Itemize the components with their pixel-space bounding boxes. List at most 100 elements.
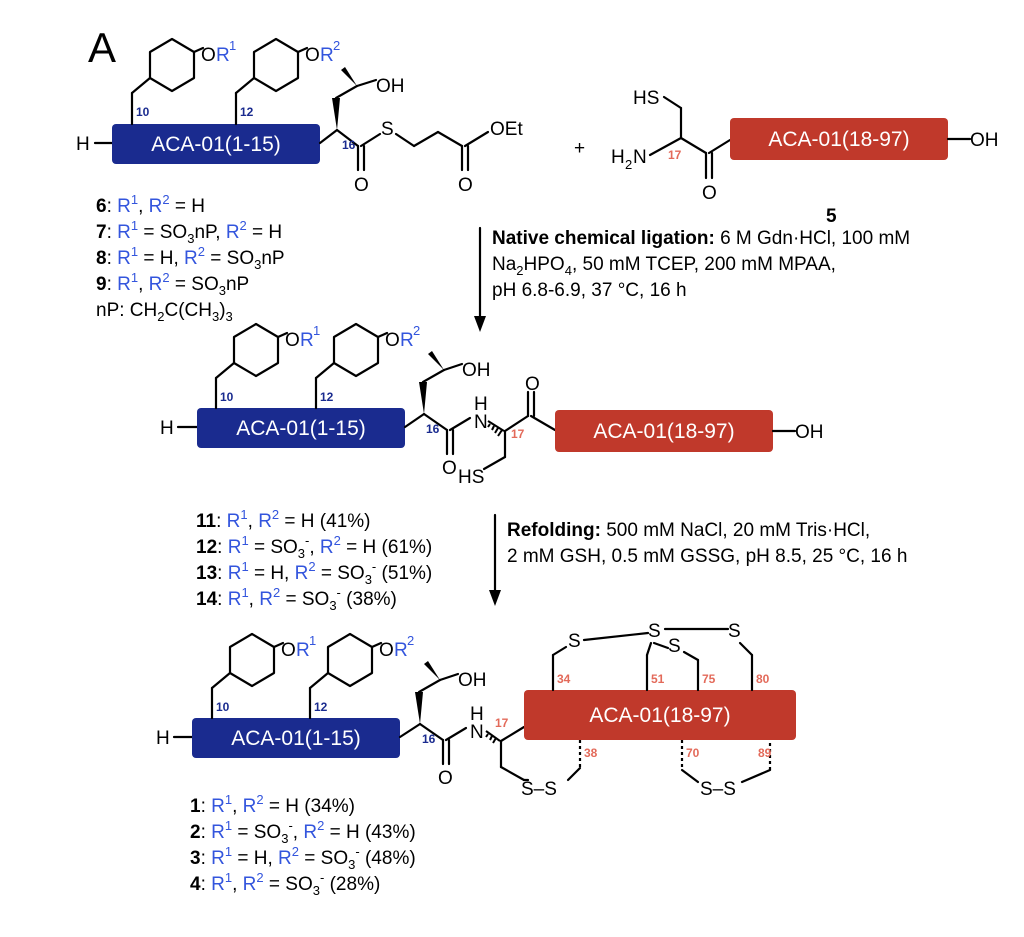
peptide-block-18-97-top-label: ACA-01(18-97) [768,128,909,151]
folded-block-18-97 [524,690,796,740]
folded-residue-70: 70 [686,746,700,760]
cys-hs: HS [633,88,659,109]
disulfide-s-75a: S [668,636,681,657]
or2-sup: 2 [333,38,340,53]
peptide-block-18-97-top [730,118,948,160]
compound-12-entry: 12: R1 = SO3-, R2 = H (61%) [196,533,432,561]
n-terminal-h: H [76,134,90,155]
compound-1-entry: 1: R1, R2 = H (34%) [190,792,355,817]
compound-6-entry: 6: R1, R2 = H [96,192,205,217]
folded-amide-o: O [438,768,453,789]
step1-arrow [474,226,486,332]
folded-or2-r: R [394,640,408,661]
folded-residue-34: 34 [557,672,571,686]
ligated-structure: H ACA-01(1-15) O R 1 10 O R 2 12 OH 16 O… [160,322,824,488]
step2-arrow [489,513,501,606]
plus-sign: + [574,138,585,159]
ligated-or1-sup: 1 [313,323,320,338]
compound-14-entry: 14: R1, R2 = SO3- (38%) [196,585,397,613]
ligated-compound-list: 11: R1, R2 = H (41%) 12: R1 = SO3-, R2 =… [196,507,432,613]
folded-or1-sup: 1 [309,633,316,648]
ligated-or1-o: O [285,330,300,351]
or1-o: O [201,45,216,66]
ligated-block-18-97 [555,410,773,452]
thioester-compound-list: 6: R1, R2 = H 7: R1 = SO3nP, R2 = H 8: R… [96,192,285,324]
ligated-or2-sup: 2 [413,323,420,338]
compound-3-entry: 3: R1 = H, R2 = SO3- (48%) [190,844,416,872]
ligated-or2-r: R [400,330,414,351]
compound-7-entry: 7: R1 = SO3nP, R2 = H [96,218,282,246]
step1-line2: Na2HPO4, 50 mM TCEP, 200 mM MPAA, [492,254,836,278]
compound-4-entry: 4: R1, R2 = SO3- (28%) [190,870,380,898]
folded-compound-list: 1: R1, R2 = H (34%) 2: R1 = SO3-, R2 = H… [190,792,416,898]
disulfide-s-s-left: S–S [521,779,557,800]
folded-block-1-15-label: ACA-01(1-15) [231,727,361,750]
folded-residue-16: 16 [422,732,436,746]
folded-n-terminal-h: H [156,728,170,749]
h2n-sub: 2 [625,157,632,172]
ligated-c-terminal-oh: OH [795,422,824,443]
folded-residue-12: 12 [314,700,328,714]
folded-amide-n: N [470,722,484,743]
or2-r: R [320,45,334,66]
folded-residue-89: 89 [758,746,772,760]
folded-amide-h: H [470,704,484,725]
folded-block-1-15 [192,718,400,758]
step1-line1: Native chemical ligation: 6 M Gdn·HCl, 1… [492,228,910,249]
thioester-o: O [354,175,369,196]
peptide-block-1-15-label: ACA-01(1-15) [151,133,281,156]
disulfide-s-s-right: S–S [700,779,736,800]
or1-sup: 1 [229,38,236,53]
folded-residue-17: 17 [495,716,509,730]
folded-structure: H ACA-01(1-15) O R 1 10 O R 2 12 OH 16 O… [156,621,796,800]
residue-17-top: 17 [668,148,682,162]
residue-10: 10 [136,105,150,119]
folded-or1-r: R [296,640,310,661]
folded-residue-51: 51 [651,672,665,686]
disulfide-s-51a: S [648,621,661,642]
ligated-amide-o: O [442,458,457,479]
compound-5-label: 5 [826,206,837,227]
ligated-residue-17: 17 [511,427,525,441]
folded-residue-80: 80 [756,672,770,686]
compound-2-entry: 2: R1 = SO3-, R2 = H (43%) [190,818,416,846]
disulfide-s-34: S [568,631,581,652]
ester-oet: OEt [490,119,523,140]
step2-line1: Refolding: 500 mM NaCl, 20 mM Tris·HCl, [507,520,870,541]
step1-conditions: Native chemical ligation: 6 M Gdn·HCl, 1… [492,228,910,301]
cys-carbonyl-o: O [702,183,717,204]
folded-residue-10: 10 [216,700,230,714]
ligated-n-terminal-h: H [160,418,174,439]
ligated-block-18-97-label: ACA-01(18-97) [593,420,734,443]
compound-9-entry: 9: R1, R2 = SO3nP [96,270,249,298]
folded-or1-o: O [281,640,296,661]
ligated-cys-hs: HS [458,467,484,488]
folded-or2-sup: 2 [407,633,414,648]
or2-o: O [305,45,320,66]
ligated-or1-r: R [300,330,314,351]
h2n-n: N [633,147,647,168]
step1-line3: pH 6.8-6.9, 37 °C, 16 h [492,280,687,301]
disulfide-s-80: S [728,621,741,642]
compound-11-entry: 11: R1, R2 = H (41%) [196,507,371,532]
thioester-structure: H ACA-01(1-15) O R 1 10 O R 2 12 OH 16 [76,37,523,196]
compound-8-entry: 8: R1 = H, R2 = SO3nP [96,244,285,272]
ligated-ketone-o: O [525,374,540,395]
folded-or2-o: O [379,640,394,661]
ligated-block-1-15 [197,408,405,448]
ligated-block-1-15-label: ACA-01(1-15) [236,417,366,440]
peptide-block-1-15 [112,124,320,164]
ligated-or2-o: O [385,330,400,351]
folded-residue-38: 38 [584,746,598,760]
cys-peptide-structure: HS H 2 N 17 O ACA-01(18-97) OH 5 [611,88,999,227]
ligated-residue-12: 12 [320,390,334,404]
folded-thr-oh: OH [458,670,487,691]
c-terminal-oh-top: OH [970,130,999,151]
step2-conditions: Refolding: 500 mM NaCl, 20 mM Tris·HCl, … [507,520,907,567]
thr-oh: OH [376,76,405,97]
residue-12: 12 [240,105,254,119]
or1-r: R [216,45,230,66]
folded-block-18-97-label: ACA-01(18-97) [589,704,730,727]
h2n-h: H [611,147,625,168]
